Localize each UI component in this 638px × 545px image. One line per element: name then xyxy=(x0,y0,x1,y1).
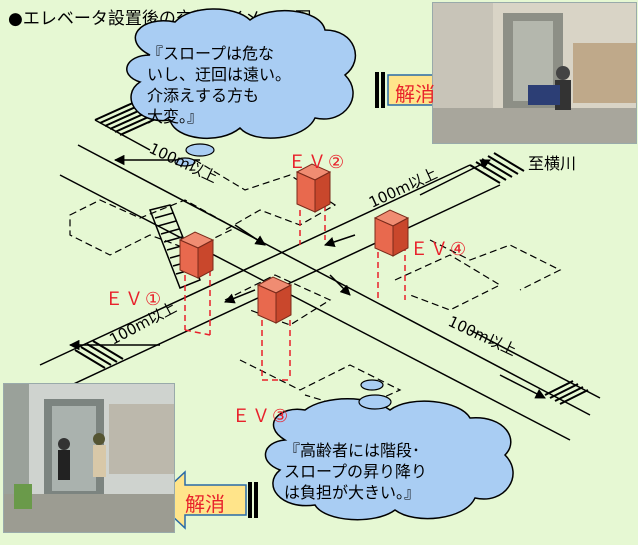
photo-elevator-bottom xyxy=(3,383,175,533)
road-upper-right-to-lower-left xyxy=(39,164,501,389)
elevator-box-1 xyxy=(178,231,215,279)
elevator-box-3 xyxy=(256,276,293,324)
ev-label-1: ＥＶ① xyxy=(105,289,164,310)
photo-elevator-top xyxy=(432,2,637,144)
bubble-bottom-text: 『高齢者には階段･ スロープの昇り降り は負担が大きい。』 xyxy=(284,441,428,502)
speech-bubble-top xyxy=(126,8,356,167)
crosswalk-stripes xyxy=(74,101,589,405)
resolve-label-top: 解消 xyxy=(395,82,435,106)
distance-label-4: 100m以上 xyxy=(445,312,519,359)
elevator-box-2 xyxy=(295,163,332,213)
place-label-yokogawa: 至横川 xyxy=(528,154,577,173)
resolve-label-bottom: 解消 xyxy=(185,492,225,516)
ev-label-4: ＥＶ④ xyxy=(410,239,469,260)
elevator-box-4 xyxy=(373,209,410,257)
bubble-top-text: 『スロープは危な いし、迂回は遠い。 介添えする方も 大変。』 xyxy=(147,44,292,126)
ev-label-3: ＥＶ③ xyxy=(232,406,291,427)
ev-label-2: ＥＶ② xyxy=(288,152,347,173)
speech-bubble-bottom xyxy=(264,379,514,521)
distance-label-2: 100m以上 xyxy=(366,164,440,211)
elevator-shafts xyxy=(184,205,406,381)
